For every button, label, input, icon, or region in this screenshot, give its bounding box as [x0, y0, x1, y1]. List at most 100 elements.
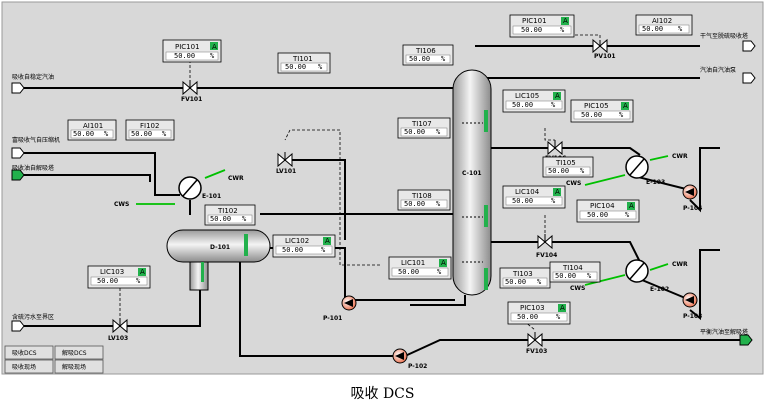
- unit-lic104: %: [551, 197, 556, 205]
- stream-gasoline-out: 汽油自汽油泵: [700, 66, 736, 74]
- unit-pic101: %: [210, 52, 215, 60]
- figure-caption: 吸收 DCS: [350, 386, 415, 402]
- tag-ai102: AI102: [652, 17, 672, 25]
- tag-pic105: PIC105: [584, 102, 609, 110]
- pump-p104[interactable]: [682, 184, 698, 200]
- faceplate-pic101[interactable]: [162, 39, 222, 63]
- nav-button-absorb-field[interactable]: [4, 359, 54, 374]
- pump-p101[interactable]: [341, 295, 357, 311]
- faceplate-pic101-b[interactable]: [509, 14, 575, 38]
- nav-button-desorb-field[interactable]: [54, 359, 104, 374]
- mode-lic105: A: [555, 92, 560, 100]
- exchanger-e103[interactable]: [625, 155, 649, 179]
- valve-fv101-label: FV101: [181, 96, 202, 103]
- value-fi102: 50.00: [131, 130, 152, 138]
- exchanger-e101[interactable]: [178, 176, 202, 200]
- unit-ti107: %: [436, 128, 441, 136]
- valve-fv104[interactable]: [537, 234, 553, 250]
- exchanger-e102-label: E-102: [650, 286, 669, 293]
- tag-pic101-b: PIC101: [522, 17, 547, 25]
- faceplate-lic104[interactable]: [502, 185, 566, 209]
- unit-pic104: %: [625, 211, 630, 219]
- faceplate-pic103[interactable]: [507, 301, 571, 325]
- faceplate-lic101[interactable]: [388, 256, 452, 280]
- unit-lic103: %: [136, 277, 141, 285]
- pump-p102[interactable]: [392, 348, 408, 364]
- faceplate-pic104[interactable]: [576, 199, 640, 223]
- value-lic104: 50.00: [512, 197, 533, 205]
- cwr-label-e103: CWR: [672, 153, 688, 160]
- unit-pic105: %: [619, 111, 624, 119]
- nav-button-absorb-field-label: 吸收现场: [12, 363, 36, 371]
- exchanger-e102[interactable]: [625, 259, 649, 283]
- value-pic101: 50.00: [174, 52, 195, 60]
- faceplate-ai102[interactable]: [635, 14, 693, 36]
- column-c101[interactable]: [452, 69, 492, 296]
- stream-sour-water: 含硫污水至界区: [12, 313, 54, 321]
- unit-ti105: %: [580, 167, 585, 175]
- value-lic103: 50.00: [97, 277, 118, 285]
- valve-pv101[interactable]: [592, 38, 608, 54]
- unit-fi102: %: [162, 130, 167, 138]
- unit-ti103: %: [537, 278, 542, 286]
- valve-fv103-label: FV103: [526, 348, 547, 355]
- valve-fv106[interactable]: [547, 140, 563, 156]
- faceplate-lic105[interactable]: [502, 89, 566, 113]
- valve-fv103[interactable]: [527, 332, 543, 348]
- mode-lic102: A: [325, 237, 330, 245]
- stream-stab-gasoline: 平衡汽油至解吸塔: [700, 328, 748, 336]
- mode-pic103: A: [560, 304, 565, 312]
- unit-pic101-b: %: [560, 26, 565, 34]
- mode-pic101-b: A: [563, 17, 568, 25]
- valve-lv101[interactable]: [277, 152, 293, 168]
- faceplate-lic103[interactable]: [87, 265, 151, 289]
- value-ti105: 50.00: [548, 167, 569, 175]
- faceplate-ti107[interactable]: [397, 117, 451, 139]
- faceplate-pic105[interactable]: [570, 99, 634, 123]
- tag-ti101: TI101: [292, 55, 313, 63]
- exchanger-e103-label: E-103: [646, 179, 665, 186]
- pump-p103[interactable]: [682, 292, 698, 308]
- cws-label-e101: CWS: [114, 201, 129, 208]
- pump-p102-label: P-102: [408, 363, 427, 370]
- pump-p101-label: P-101: [323, 315, 342, 322]
- faceplate-ti102[interactable]: [204, 204, 256, 226]
- tag-fi102: FI102: [140, 122, 159, 130]
- faceplate-lic102[interactable]: [272, 234, 336, 258]
- stream-to-desorber: 吸收油自解吸塔: [12, 164, 54, 172]
- column-c101-label: C-101: [462, 170, 482, 177]
- tag-ti107: TI107: [411, 120, 432, 128]
- stream-rich-oil: 富吸收气自压缩机: [12, 136, 60, 144]
- tag-ai101: AI101: [83, 122, 103, 130]
- valve-lv103[interactable]: [112, 318, 128, 334]
- faceplate-ti108[interactable]: [397, 189, 451, 211]
- nav-button-absorb-dcs[interactable]: [4, 345, 54, 360]
- drum-d101[interactable]: [166, 229, 271, 291]
- unit-ti102: %: [242, 215, 247, 223]
- tag-lic104: LIC104: [515, 188, 540, 196]
- faceplate-fi102[interactable]: [125, 119, 175, 141]
- unit-ti106: %: [441, 55, 446, 63]
- faceplate-ti105[interactable]: [542, 156, 594, 178]
- mode-pic105: A: [623, 102, 628, 110]
- mode-lic103: A: [140, 268, 145, 276]
- valve-lv103-label: LV103: [108, 335, 128, 342]
- unit-ti108: %: [436, 200, 441, 208]
- faceplate-ti101[interactable]: [277, 52, 331, 74]
- tag-pic103: PIC103: [520, 304, 545, 312]
- valve-fv101[interactable]: [182, 80, 198, 96]
- value-ai102: 50.00: [642, 25, 663, 33]
- drum-d101-label: D-101: [210, 244, 230, 251]
- unit-lic102: %: [321, 246, 326, 254]
- valve-pv101-label: PV101: [594, 53, 616, 60]
- valve-fv104-label: FV104: [536, 252, 557, 259]
- faceplate-ai101[interactable]: [67, 119, 117, 141]
- faceplate-ti106[interactable]: [402, 44, 454, 66]
- nav-button-desorb-dcs[interactable]: [54, 345, 104, 360]
- tag-ti108: TI108: [411, 192, 432, 200]
- value-ai101: 50.00: [73, 130, 94, 138]
- pump-p104-label: P-104: [683, 205, 702, 212]
- faceplate-ti104[interactable]: [549, 261, 601, 283]
- mode-pic101: A: [212, 43, 217, 51]
- tag-lic105: LIC105: [515, 92, 539, 100]
